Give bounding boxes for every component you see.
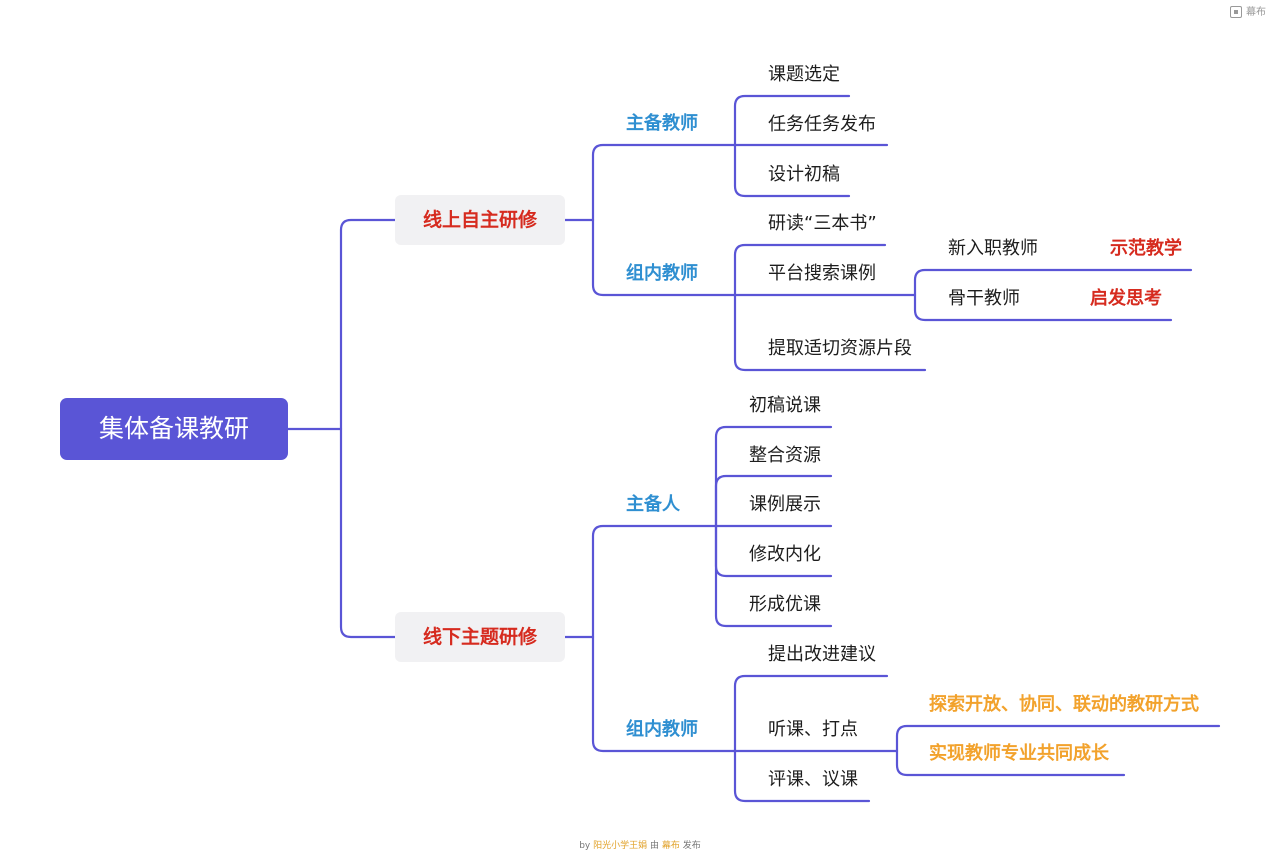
leaf-study-three-books[interactable]: 研读“三本书” [768,213,877,234]
tag-inspire-thinking[interactable]: 启发思考 [1090,288,1162,309]
outcome-professional-growth[interactable]: 实现教师专业共同成长 [929,743,1109,764]
root-node[interactable]: 集体备课教研 [60,398,288,460]
offline-study-node[interactable]: 线下主题研修 [395,612,565,662]
credit-line: by 阳光小学王娟 由 幕布 发布 [0,838,1280,851]
credit-by: by [579,841,591,851]
offline-group-teacher-node[interactable]: 组内教师 [626,719,698,740]
leaf-revise-internalize[interactable]: 修改内化 [749,544,821,565]
online-main-teacher-node[interactable]: 主备教师 [626,113,698,134]
credit-publish: 发布 [682,841,701,851]
outcome-open-collaborative[interactable]: 探索开放、协同、联动的教研方式 [929,694,1199,715]
leaf-form-quality-lesson[interactable]: 形成优课 [749,594,821,615]
mubu-logo-icon [1230,6,1242,18]
offline-main-person-node[interactable]: 主备人 [626,494,680,515]
online-study-node[interactable]: 线上自主研修 [395,195,565,245]
leaf-task-release[interactable]: 任务任务发布 [768,114,876,135]
leaf-suggest-improvements[interactable]: 提出改进建议 [768,644,876,665]
credit-via: 由 [650,841,660,851]
leaf-observe-mark[interactable]: 听课、打点 [768,719,858,740]
leaf-backbone-teacher[interactable]: 骨干教师 [948,288,1020,309]
credit-author: 阳光小学王娟 [593,841,648,851]
leaf-draft-presentation[interactable]: 初稿说课 [749,395,821,416]
leaf-integrate-resources[interactable]: 整合资源 [749,445,821,466]
credit-app: 幕布 [661,841,680,851]
leaf-case-display[interactable]: 课例展示 [749,494,821,515]
watermark-label: 幕布 [1246,7,1266,18]
leaf-search-cases[interactable]: 平台搜索课例 [768,263,876,284]
leaf-topic-selection[interactable]: 课题选定 [768,64,840,85]
leaf-design-draft[interactable]: 设计初稿 [768,164,840,185]
online-group-teacher-node[interactable]: 组内教师 [626,263,698,284]
leaf-new-teacher[interactable]: 新入职教师 [948,238,1038,259]
watermark: 幕布 [1230,3,1266,18]
leaf-extract-resources[interactable]: 提取适切资源片段 [768,338,912,359]
tag-demo-teaching[interactable]: 示范教学 [1110,238,1182,259]
leaf-evaluate-discuss[interactable]: 评课、议课 [768,769,858,790]
